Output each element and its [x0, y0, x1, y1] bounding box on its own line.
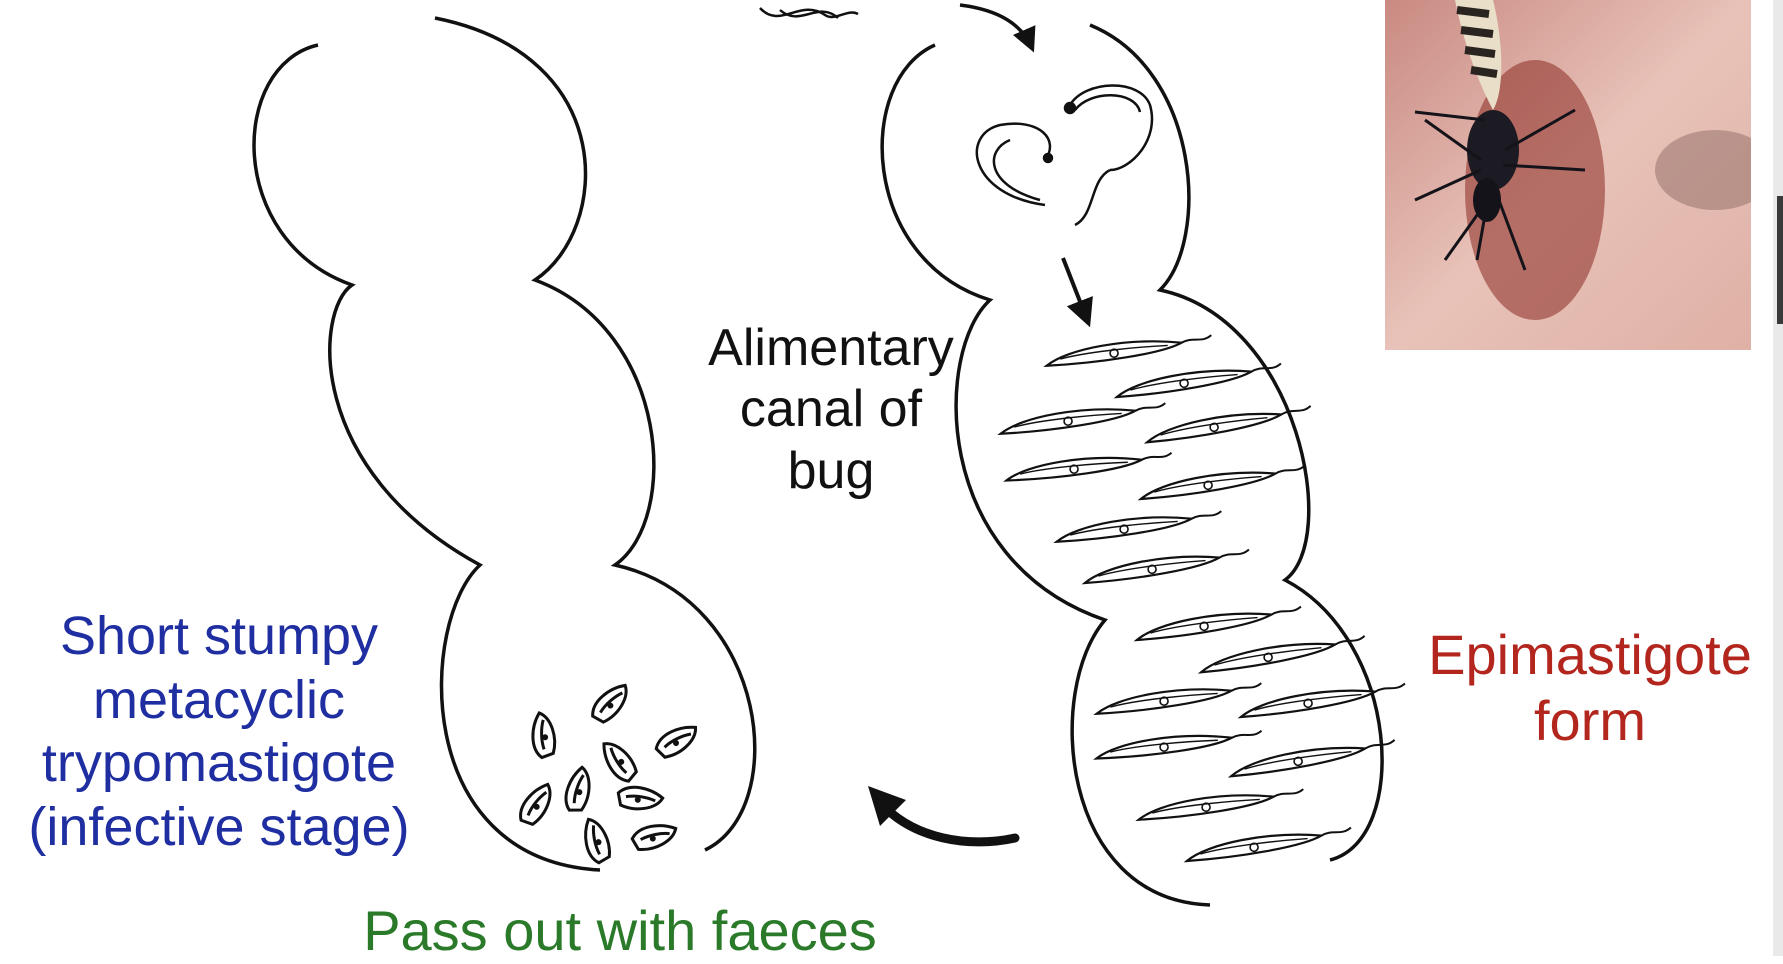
epimastigotes-lower	[1095, 606, 1406, 861]
metacyclic-label-line-1: Short stumpy	[0, 605, 438, 669]
triatomine-bug-photo	[1385, 0, 1751, 350]
metacyclic-label-line-4: (infective stage)	[0, 796, 438, 860]
scrollbar-thumb[interactable]	[1777, 196, 1783, 324]
metacyclic-label-line-2: metacyclic	[0, 669, 438, 733]
epimastigote-label-line-2: form	[1405, 688, 1775, 754]
incoming-trypanosomes	[760, 8, 1152, 225]
canal-label-line-2: canal of	[683, 379, 979, 440]
epimastigote-label: Epimastigote form	[1405, 622, 1775, 754]
window-edge	[1773, 0, 1783, 956]
metacyclic-label: Short stumpy metacyclic trypomastigote (…	[0, 605, 438, 860]
canal-label-line-3: bug	[683, 441, 979, 502]
metacyclic-trypomastigotes	[519, 678, 699, 865]
epimastigote-label-line-1: Epimastigote	[1405, 622, 1775, 688]
canal-label-line-1: Alimentary	[683, 318, 979, 379]
alimentary-canal-label: Alimentary canal of bug	[683, 318, 979, 502]
faeces-label: Pass out with faeces	[300, 898, 940, 964]
metacyclic-label-line-3: trypomastigote	[0, 732, 438, 796]
epimastigotes-upper	[999, 335, 1312, 583]
